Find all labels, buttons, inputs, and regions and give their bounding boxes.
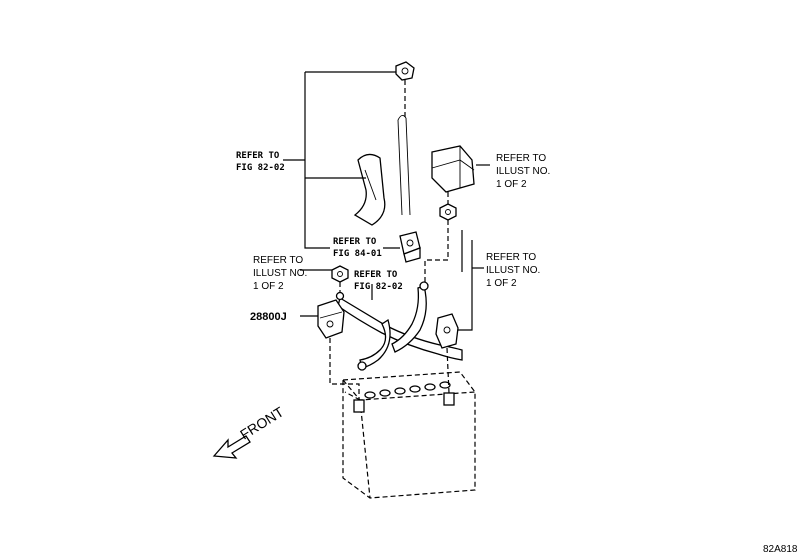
callout-line: FIG 84-01: [333, 249, 382, 259]
battery-cell-caps: [364, 381, 451, 399]
callout-refer-fig-82-02-cable: REFER TO FIG 82-02: [354, 270, 403, 292]
callout-line: ILLUST NO.: [253, 268, 307, 279]
callout-line: 1 OF 2: [496, 179, 527, 190]
callout-line: FIG 82-02: [354, 282, 403, 292]
part-number-label: 28800J: [250, 311, 287, 323]
terminal-cover: [431, 145, 475, 193]
negative-terminal-clamp: [317, 299, 345, 339]
figure-code: 82A818: [763, 544, 798, 555]
battery: [342, 371, 476, 499]
callout-line: REFER TO: [333, 237, 377, 247]
callout-refer-illust-cover: REFER TO ILLUST NO. 1 OF 2: [496, 153, 550, 190]
callout-line: ILLUST NO.: [496, 166, 550, 177]
front-direction-arrow: FRONT: [212, 403, 287, 459]
battery-cables: [335, 281, 463, 371]
callout-line: REFER TO: [236, 151, 280, 161]
callout-line: ILLUST NO.: [486, 265, 540, 276]
callout-refer-fig-84-01: REFER TO FIG 84-01: [333, 237, 382, 259]
callout-refer-fig-82-02-top: REFER TO FIG 82-02: [236, 151, 285, 173]
callout-line: REFER TO: [253, 255, 303, 266]
nut-right: [439, 203, 457, 221]
leader-lines: [283, 71, 490, 331]
callout-refer-illust-right: REFER TO ILLUST NO. 1 OF 2: [486, 252, 540, 289]
battery-positive-post: [443, 392, 455, 406]
battery-negative-post: [353, 399, 365, 413]
positive-terminal-clamp: [435, 313, 459, 349]
front-label: FRONT: [237, 403, 287, 442]
callout-refer-illust-left: REFER TO ILLUST NO. 1 OF 2: [253, 255, 307, 292]
callout-line: REFER TO: [496, 153, 546, 164]
callout-line: FIG 82-02: [236, 163, 285, 173]
bolt-top: [395, 61, 415, 81]
fusible-link-block: [399, 231, 421, 263]
cable-bracket: [353, 115, 411, 226]
callout-line: REFER TO: [486, 252, 536, 263]
callout-line: 1 OF 2: [253, 281, 284, 292]
callout-line: REFER TO: [354, 270, 398, 280]
nut-left: [331, 265, 349, 283]
callout-line: 1 OF 2: [486, 278, 517, 289]
